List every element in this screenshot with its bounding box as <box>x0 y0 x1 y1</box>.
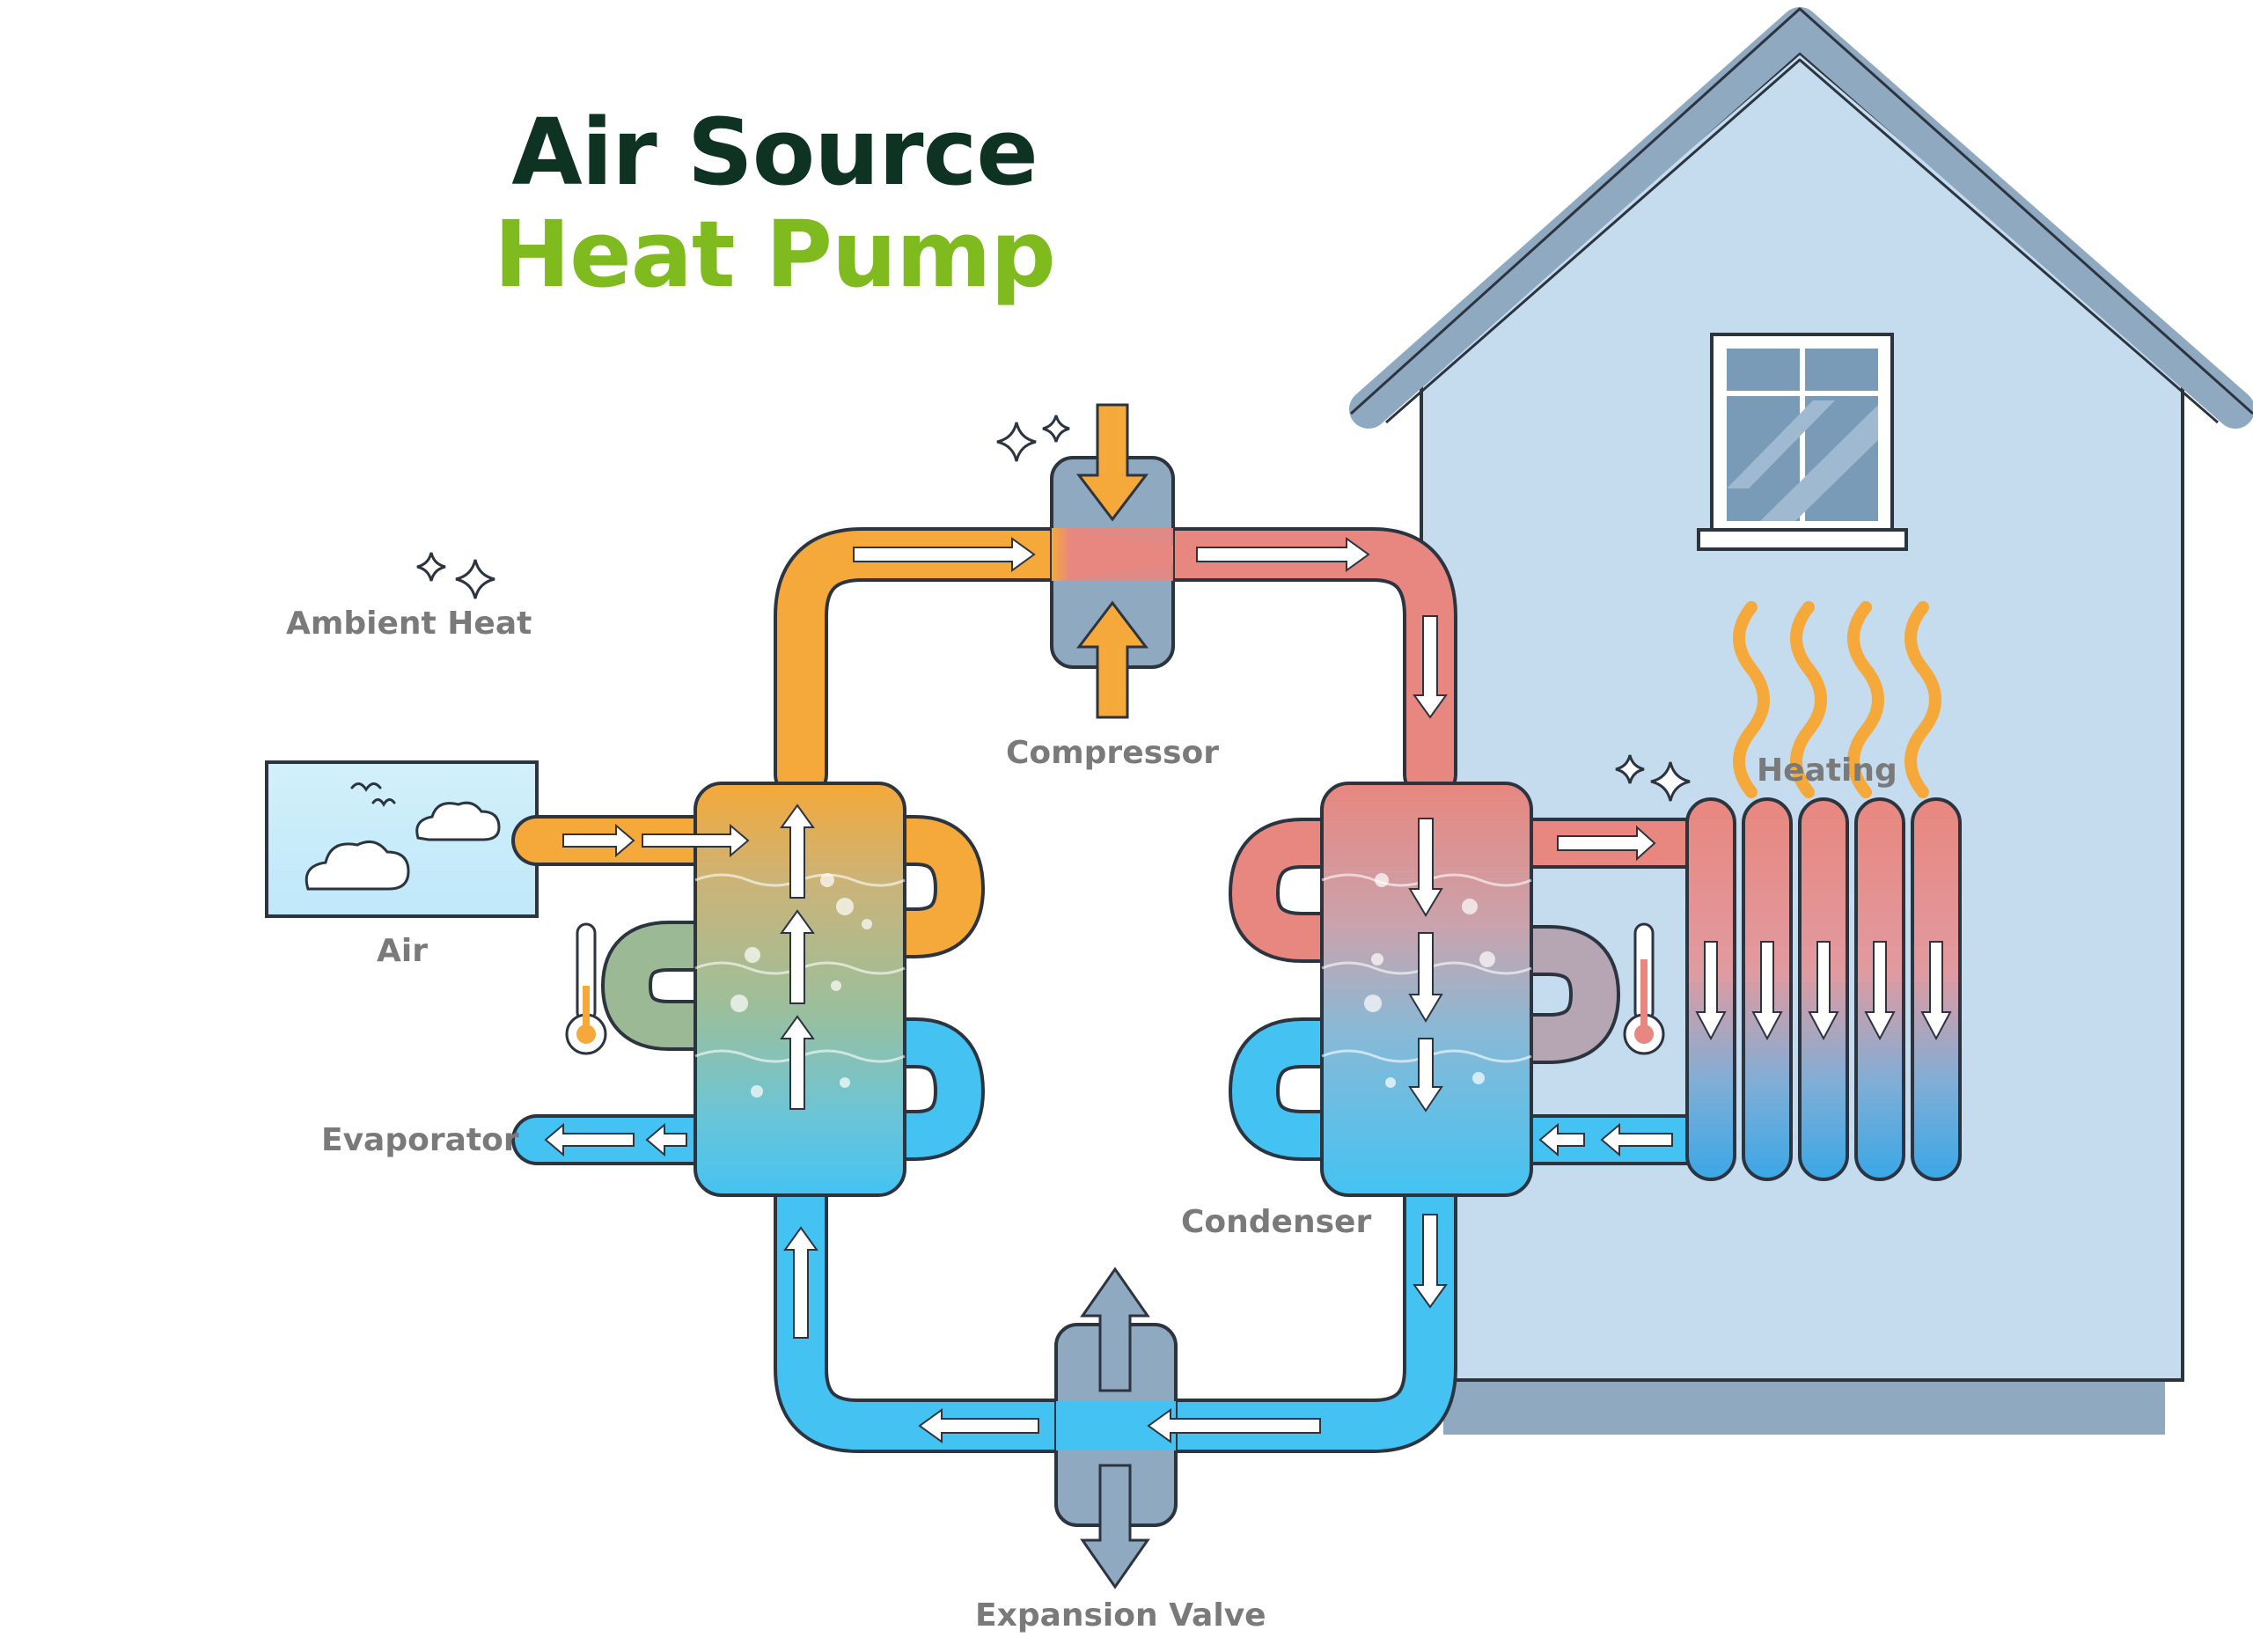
title-line-1: Air Source <box>511 99 1038 206</box>
evaporator-unit <box>694 782 906 1197</box>
title-line-2: Heat Pump <box>494 201 1056 308</box>
sparkle-icon <box>996 415 1070 462</box>
heating-label: Heating <box>1757 753 1897 789</box>
cloud-icon <box>305 801 501 891</box>
house-window <box>1697 333 1908 551</box>
bird-icon <box>350 782 396 807</box>
thermometer-cold-icon <box>565 922 607 1055</box>
expansion-valve-label: Expansion Valve <box>975 1597 1266 1634</box>
ambient-sparkle-icon <box>416 552 495 599</box>
ambient-heat-label: Ambient Heat <box>286 606 532 642</box>
radiator-unit <box>1615 754 1962 1181</box>
compressor-label: Compressor <box>1006 735 1219 771</box>
expand-up-arrow-icon <box>1080 1267 1150 1392</box>
air-label: Air <box>377 933 428 969</box>
pressure-up-arrow-icon <box>1075 600 1149 719</box>
condenser-label: Condenser <box>1181 1204 1372 1240</box>
pressure-down-arrow-icon <box>1075 403 1149 522</box>
expand-down-arrow-icon <box>1080 1464 1150 1590</box>
heating-sparkle-icon <box>1615 754 1691 802</box>
heat-waves-icon <box>1733 601 1941 798</box>
flow-arrows <box>544 537 1673 1443</box>
evaporator-label: Evaporator <box>321 1122 519 1158</box>
outdoor-air-box <box>265 760 539 918</box>
compressor-unit <box>996 403 1175 719</box>
thermometer-hot-icon <box>1623 922 1665 1055</box>
house <box>1349 7 2253 1435</box>
condenser-unit <box>1320 782 1533 1197</box>
house-roof <box>1349 7 2253 429</box>
